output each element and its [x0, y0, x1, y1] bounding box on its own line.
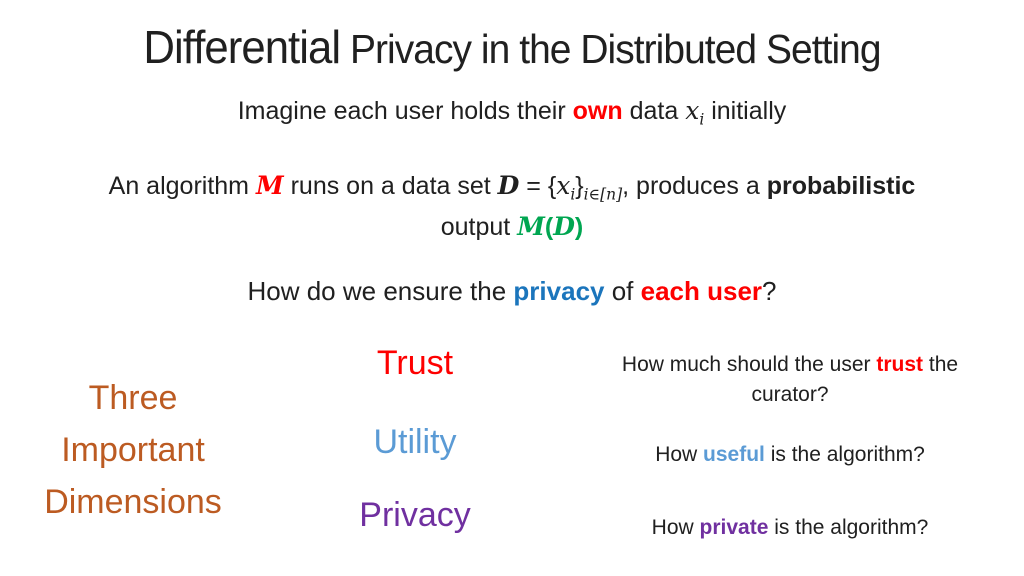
output-label: output — [440, 213, 518, 241]
math-x-sub: i — [570, 185, 576, 204]
dimension-label-trust: Trust — [376, 344, 454, 382]
dimensions-heading-line-1: Three — [88, 379, 178, 417]
question-privacy: How private is the algorithm? — [582, 513, 998, 543]
algo-part4: } — [575, 172, 584, 200]
intro-line: Imagine each user holds their own data x… — [0, 96, 1024, 128]
ensure-post: ? — [762, 276, 777, 306]
algo-part1: An algorithm — [108, 172, 256, 200]
math-set-sub: i∈[n] — [583, 185, 623, 204]
math-mechanism-m: M — [255, 171, 284, 200]
paren-close: ) — [574, 213, 584, 241]
ensure-mid: of — [604, 276, 641, 306]
intro-pre: Imagine each user holds their — [237, 97, 573, 125]
dimensions-heading: Three Important Dimensions — [8, 372, 258, 528]
useful-highlight: useful — [703, 443, 765, 466]
algo-part2: runs on a data set — [283, 172, 498, 200]
dimensions-heading-line-2: Important — [61, 431, 205, 469]
each-user-highlight: each user — [640, 276, 763, 306]
trust-highlight: trust — [876, 353, 924, 376]
slide-title: Differential Privacy in the Distributed … — [26, 20, 999, 74]
title-rest: Privacy in the Distributed Setting — [340, 26, 882, 72]
algo-part3: = { — [519, 172, 557, 200]
algo-part5: , produces a — [622, 172, 767, 200]
paren-open: ( — [544, 213, 554, 241]
question-utility-pre: How — [655, 443, 704, 466]
own-highlight: own — [572, 97, 623, 125]
ensure-pre: How do we ensure the — [247, 276, 514, 306]
privacy-highlight: privacy — [513, 276, 605, 306]
algorithm-line-1: An algorithm M runs on a data set D = {x… — [0, 171, 1024, 203]
dimension-label-utility: Utility — [373, 423, 457, 461]
math-var-x-sub: i — [699, 110, 705, 129]
dimension-label-privacy: Privacy — [359, 496, 471, 534]
math-x: x — [556, 171, 571, 200]
math-dataset-d: D — [497, 171, 520, 200]
dimensions-heading-line-3: Dimensions — [44, 483, 222, 521]
intro-mid: data — [622, 97, 686, 125]
private-highlight: private — [699, 516, 769, 539]
question-privacy-post: is the algorithm? — [768, 516, 929, 539]
title-emphasis: Differential — [143, 21, 341, 73]
question-trust-pre: How much should the user — [621, 353, 877, 376]
ensure-question-line: How do we ensure the privacy of each use… — [0, 276, 1024, 307]
math-output-m: M — [517, 212, 545, 241]
probabilistic-bold: probabilistic — [766, 172, 916, 200]
intro-post: initially — [704, 97, 787, 125]
math-var-x: x — [685, 96, 700, 125]
question-trust: How much should the user trust the curat… — [582, 350, 998, 410]
question-trust-post: the curator? — [751, 353, 959, 406]
math-output-d: D — [553, 212, 575, 241]
question-utility: How useful is the algorithm? — [582, 440, 998, 470]
question-privacy-pre: How — [651, 516, 700, 539]
question-utility-post: is the algorithm? — [764, 443, 925, 466]
algorithm-line-2: output M(D) — [0, 212, 1024, 242]
